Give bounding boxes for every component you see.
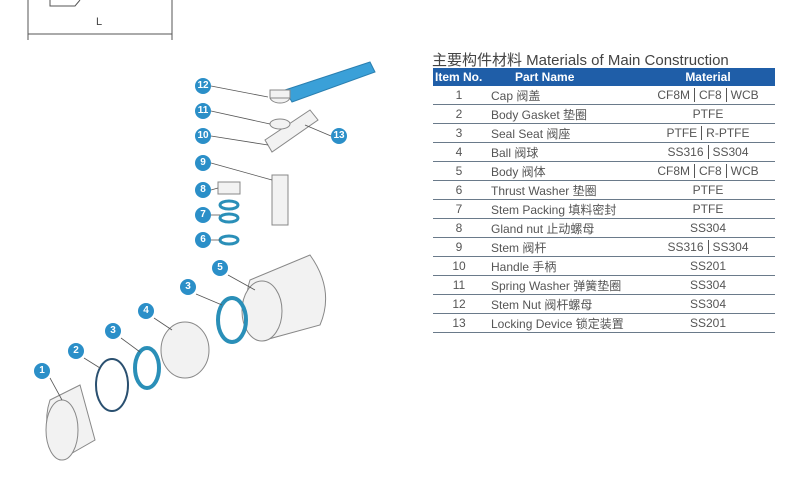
item-no: 2: [433, 104, 485, 124]
part-name: Handle 手柄: [485, 256, 641, 276]
part-name: Ball 阀球: [485, 142, 641, 162]
part-name: Body 阀体: [485, 161, 641, 181]
material-value: SS201: [689, 259, 727, 273]
header-part-name: Part Name: [485, 68, 641, 86]
callout-9: 9: [195, 155, 211, 171]
callout-4: 4: [138, 303, 154, 319]
item-no: 6: [433, 180, 485, 200]
material-value: SS304: [689, 221, 727, 235]
part-name: Stem Nut 阀杆螺母: [485, 294, 641, 314]
item-no: 11: [433, 275, 485, 295]
item-no: 8: [433, 218, 485, 238]
material-value: SS316: [667, 240, 704, 254]
material-value: SS304: [689, 297, 727, 311]
material-value: SS304: [707, 240, 753, 254]
header-item-no: Item No.: [433, 68, 485, 86]
part-name: Thrust Washer 垫圈: [485, 180, 641, 200]
callout-12: 12: [195, 78, 211, 94]
callout-7: 7: [195, 207, 211, 223]
part-name: Cap 阀盖: [485, 86, 641, 105]
material-value: SS201: [689, 316, 727, 330]
material-value: SS316: [667, 145, 704, 159]
callout-6: 6: [195, 232, 211, 248]
material-cell: SS304: [641, 275, 775, 295]
material-value: CF8M: [657, 88, 690, 102]
callout-13: 13: [331, 128, 347, 144]
callout-8: 8: [195, 182, 211, 198]
part-name: Body Gasket 垫圈: [485, 104, 641, 124]
material-value: PTFE: [666, 126, 698, 140]
callout-3b: 3: [105, 323, 121, 339]
callout-3a: 3: [180, 279, 196, 295]
material-value: CF8M: [657, 164, 690, 178]
callout-1: 1: [34, 363, 50, 379]
part-name: Seal Seat 阀座: [485, 123, 641, 143]
callout-11: 11: [195, 103, 211, 119]
material-value: PTFE: [692, 107, 724, 121]
material-value: PTFE: [692, 202, 724, 216]
material-cell: SS304: [641, 218, 775, 238]
material-value: SS304: [689, 278, 727, 292]
part-name: Stem Packing 填料密封: [485, 199, 641, 219]
item-no: 10: [433, 256, 485, 276]
table-header: Item No. Part Name Material: [433, 68, 775, 86]
callout-10: 10: [195, 128, 211, 144]
item-no: 4: [433, 142, 485, 162]
material-value: PTFE: [692, 183, 724, 197]
material-cell: SS201: [641, 313, 775, 333]
material-value: R-PTFE: [701, 126, 754, 140]
item-no: 3: [433, 123, 485, 143]
material-cell: SS304: [641, 294, 775, 314]
material-cell: SS201: [641, 256, 775, 276]
dimension-label: L: [96, 16, 103, 28]
material-cell: PTFE: [641, 199, 775, 219]
table-title: 主要构件材料 Materials of Main Construction: [432, 52, 729, 69]
part-name: Spring Washer 弹簧垫圈: [485, 275, 641, 295]
header-material: Material: [641, 68, 775, 86]
material-value: CF8: [694, 88, 726, 102]
material-cell: PTFE: [641, 180, 775, 200]
material-value: SS304: [707, 145, 753, 159]
material-cell: PTFE: [641, 104, 775, 124]
exploded-valve-diagram: [27, 0, 376, 461]
item-no: 7: [433, 199, 485, 219]
callout-5: 5: [212, 260, 228, 276]
material-value: WCB: [725, 88, 763, 102]
item-no: 12: [433, 294, 485, 314]
item-no: 13: [433, 313, 485, 333]
material-value: WCB: [725, 164, 763, 178]
material-value: CF8: [694, 164, 726, 178]
part-name: Stem 阀杆: [485, 237, 641, 257]
part-name: Locking Device 锁定装置: [485, 313, 641, 333]
callout-2: 2: [68, 343, 84, 359]
part-name: Gland nut 止动螺母: [485, 218, 641, 238]
item-no: 9: [433, 237, 485, 257]
item-no: 1: [433, 86, 485, 105]
item-no: 5: [433, 161, 485, 181]
